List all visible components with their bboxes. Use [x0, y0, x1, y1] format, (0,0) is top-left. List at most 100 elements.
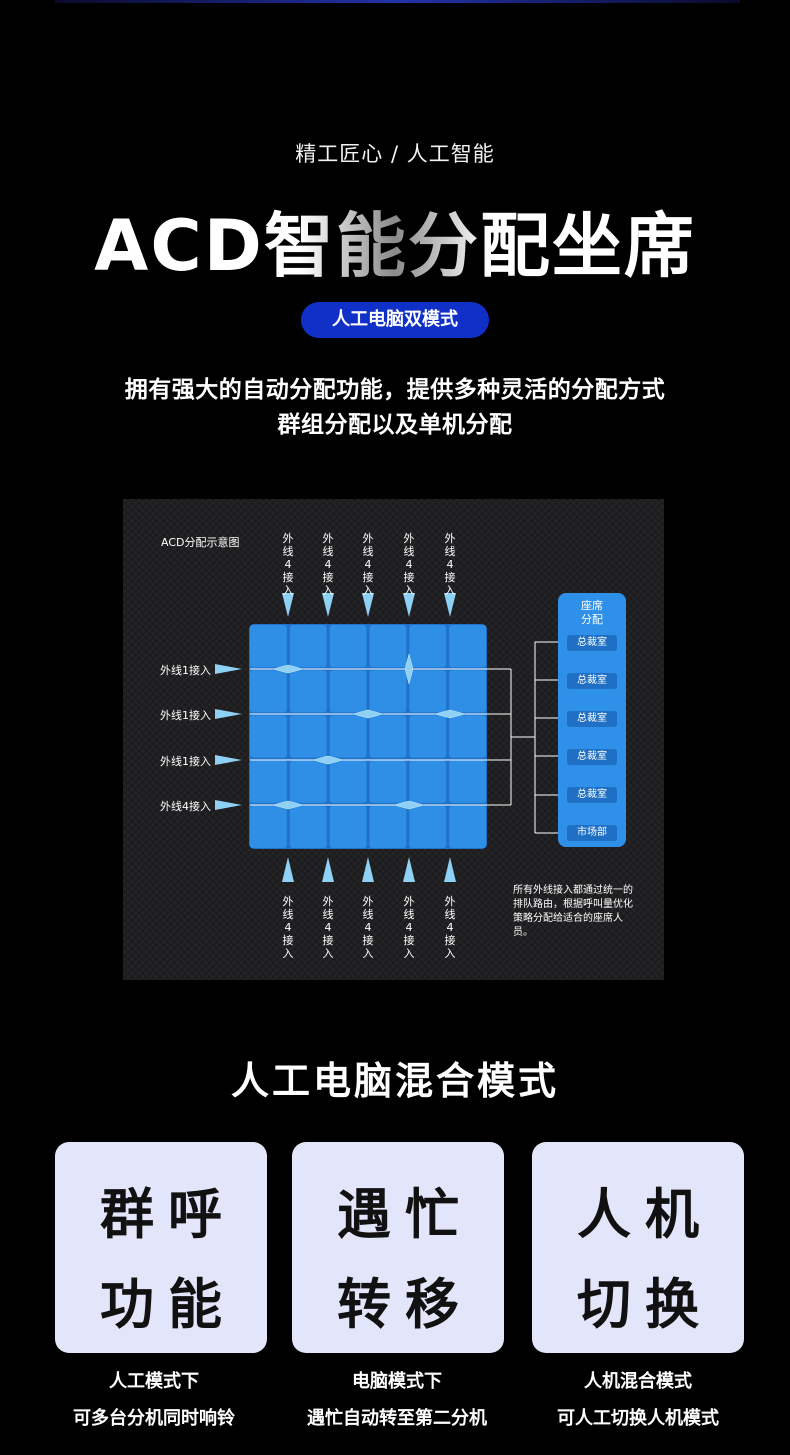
- seat-allocation-panel: 座席分配 总裁室总裁室总裁室总裁室总裁室市场部: [558, 593, 626, 847]
- grid-cell: [250, 805, 287, 848]
- grid-cell: [369, 625, 407, 668]
- page-title: ACD智能分配坐席: [0, 190, 790, 291]
- seat-item: 总裁室: [567, 787, 617, 803]
- seat-item: 总裁室: [567, 711, 617, 727]
- bottom-line-label: 外线4接入: [403, 895, 415, 960]
- bottom-line-label: 外线4接入: [282, 895, 294, 960]
- mode-caption-line-1: 人工模式下: [109, 1371, 199, 1392]
- grid-cell: [369, 760, 407, 803]
- mode-card-title-line-1: 群呼: [100, 1183, 236, 1246]
- arrow-up-icon: [282, 857, 294, 882]
- mode-card: 遇忙转移: [292, 1142, 504, 1353]
- arrow-down-icon: [444, 593, 456, 617]
- seat-item: 总裁室: [567, 673, 617, 689]
- bottom-line-label: 外线4接入: [322, 895, 334, 960]
- bottom-line-label: 外线4接入: [444, 895, 456, 960]
- page-subtitle: 精工匠心 / 人工智能: [295, 142, 495, 166]
- mode-caption-line-2: 可人工切换人机模式: [557, 1408, 719, 1429]
- mode-caption-line-1: 人机混合模式: [584, 1371, 692, 1392]
- top-line-label: 外线4接入: [282, 532, 294, 597]
- arrow-up-icon: [362, 857, 374, 882]
- grid-cell: [409, 805, 447, 848]
- grid-cell: [329, 805, 367, 848]
- seat-header-line: 分配: [581, 613, 603, 626]
- arrow-up-icon: [403, 857, 415, 882]
- mode-card: 人机切换: [532, 1142, 744, 1353]
- grid-cell: [409, 715, 447, 758]
- grid-cell: [329, 625, 367, 668]
- mode-card-title-line-1: 人机: [577, 1183, 713, 1246]
- grid-cell: [289, 625, 327, 668]
- top-line-label: 外线4接入: [444, 532, 456, 597]
- grid-cell: [409, 670, 447, 713]
- routing-diamond-icon: [272, 664, 304, 674]
- routing-diamond-icon: [404, 653, 414, 685]
- routing-diamond-icon: [352, 709, 384, 719]
- arrow-right-icon: [215, 709, 242, 719]
- grid-cell: [369, 670, 407, 713]
- mode-caption-line-2: 遇忙自动转至第二分机: [307, 1408, 487, 1429]
- mode-card-title-line-1: 遇忙: [337, 1183, 473, 1246]
- grid-cell: [289, 670, 327, 713]
- left-line-label: 外线4接入: [160, 800, 211, 813]
- mode-caption-line-1: 电脑模式下: [352, 1371, 442, 1392]
- description-line-2: 群组分配以及单机分配: [277, 412, 513, 438]
- bottom-line-label: 外线4接入: [362, 895, 374, 960]
- grid-cell: [329, 670, 367, 713]
- diagram-title: ACD分配示意图: [161, 536, 240, 549]
- routing-diamond-icon: [272, 800, 304, 810]
- grid-cell: [369, 715, 407, 758]
- description-line-1: 拥有强大的自动分配功能，提供多种灵活的分配方式: [124, 377, 666, 403]
- routing-diamond-icon: [393, 800, 425, 810]
- grid-cell: [449, 670, 486, 713]
- grid-cell: [329, 760, 367, 803]
- mode-card-title-line-2: 功能: [100, 1273, 236, 1336]
- modes-section-title: 人工电脑混合模式: [230, 1059, 559, 1103]
- arrow-up-icon: [322, 857, 334, 882]
- arrow-down-icon: [362, 593, 374, 617]
- grid-cell: [449, 805, 486, 848]
- grid-cell: [289, 715, 327, 758]
- left-line-label: 外线1接入: [160, 755, 211, 768]
- arrow-right-icon: [215, 755, 242, 765]
- top-line-label: 外线4接入: [403, 532, 415, 597]
- grid-cell: [250, 760, 287, 803]
- acd-diagram-graphic: [215, 593, 567, 882]
- grid-cell: [409, 760, 447, 803]
- arrow-down-icon: [282, 593, 294, 617]
- grid-cell: [369, 805, 407, 848]
- arrow-up-icon: [444, 857, 456, 882]
- top-accent-line: [55, 0, 740, 3]
- seat-item: 总裁室: [567, 635, 617, 651]
- top-line-label: 外线4接入: [362, 532, 374, 597]
- mode-card: 群呼功能: [55, 1142, 267, 1353]
- grid-cell: [449, 760, 486, 803]
- grid-cell: [409, 625, 447, 668]
- routing-diamond-icon: [312, 755, 344, 765]
- grid-cell: [449, 625, 486, 668]
- mode-badge: 人工电脑双模式: [301, 302, 489, 338]
- mode-card-title-line-2: 转移: [337, 1273, 473, 1336]
- top-line-label: 外线4接入: [322, 532, 334, 597]
- arrow-down-icon: [403, 593, 415, 617]
- grid-cell: [449, 715, 486, 758]
- diagram-note: 所有外线接入都通过统一的排队路由，根据呼叫量优化策略分配给适合的座席人员。: [513, 885, 633, 938]
- grid-cell: [250, 625, 287, 668]
- grid-cell: [289, 805, 327, 848]
- grid-cell: [289, 760, 327, 803]
- seat-item: 市场部: [567, 825, 617, 841]
- arrow-right-icon: [215, 664, 242, 674]
- left-line-label: 外线1接入: [160, 664, 211, 677]
- arrow-down-icon: [322, 593, 334, 617]
- grid-cell: [329, 715, 367, 758]
- acd-diagram: ACD分配示意图 外线4接入外线4接入外线4接入外线4接入外线4接入 外线4接入…: [123, 499, 664, 980]
- seat-item: 总裁室: [567, 749, 617, 765]
- grid-cell: [250, 715, 287, 758]
- arrow-right-icon: [215, 800, 242, 810]
- grid-cell: [250, 670, 287, 713]
- routing-diamond-icon: [434, 709, 466, 719]
- left-line-label: 外线1接入: [160, 709, 211, 722]
- mode-caption-line-2: 可多台分机同时响铃: [73, 1408, 235, 1429]
- mode-card-title-line-2: 切换: [577, 1273, 713, 1336]
- seat-header-line: 座席: [581, 599, 603, 612]
